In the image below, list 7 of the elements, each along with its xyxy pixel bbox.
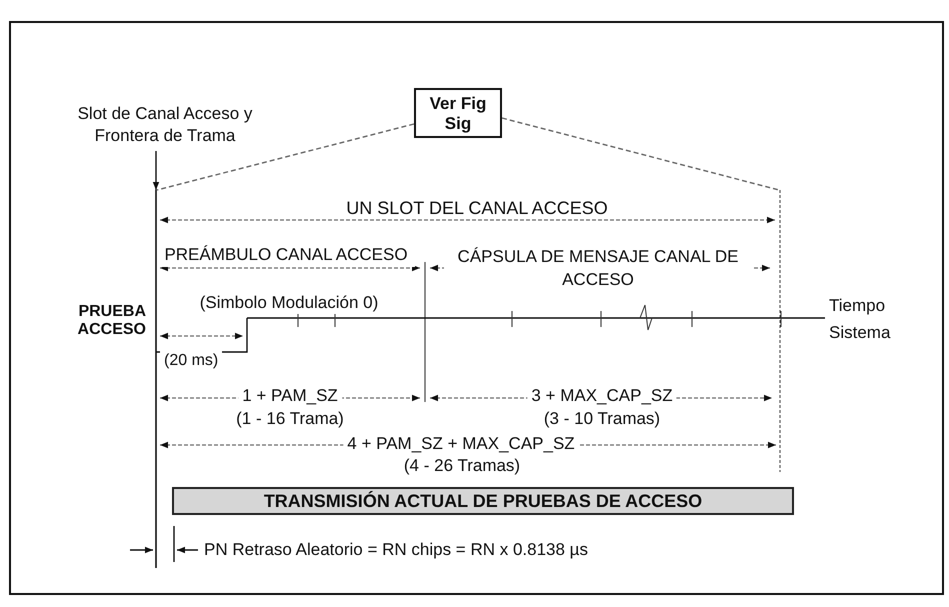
callout-text: Slot de Canal Acceso y Frontera de Trama (45, 103, 285, 151)
reference-box: Ver Fig Sig (414, 88, 502, 138)
signal-label: PRUEBA ACCESO (76, 303, 147, 339)
transmission-band: TRANSMISIÓN ACTUAL DE PRUEBAS DE ACCESO (172, 487, 794, 515)
zoom-guide-line (502, 117, 780, 191)
zoom-guide-line (156, 123, 414, 191)
arrow (152, 151, 160, 190)
